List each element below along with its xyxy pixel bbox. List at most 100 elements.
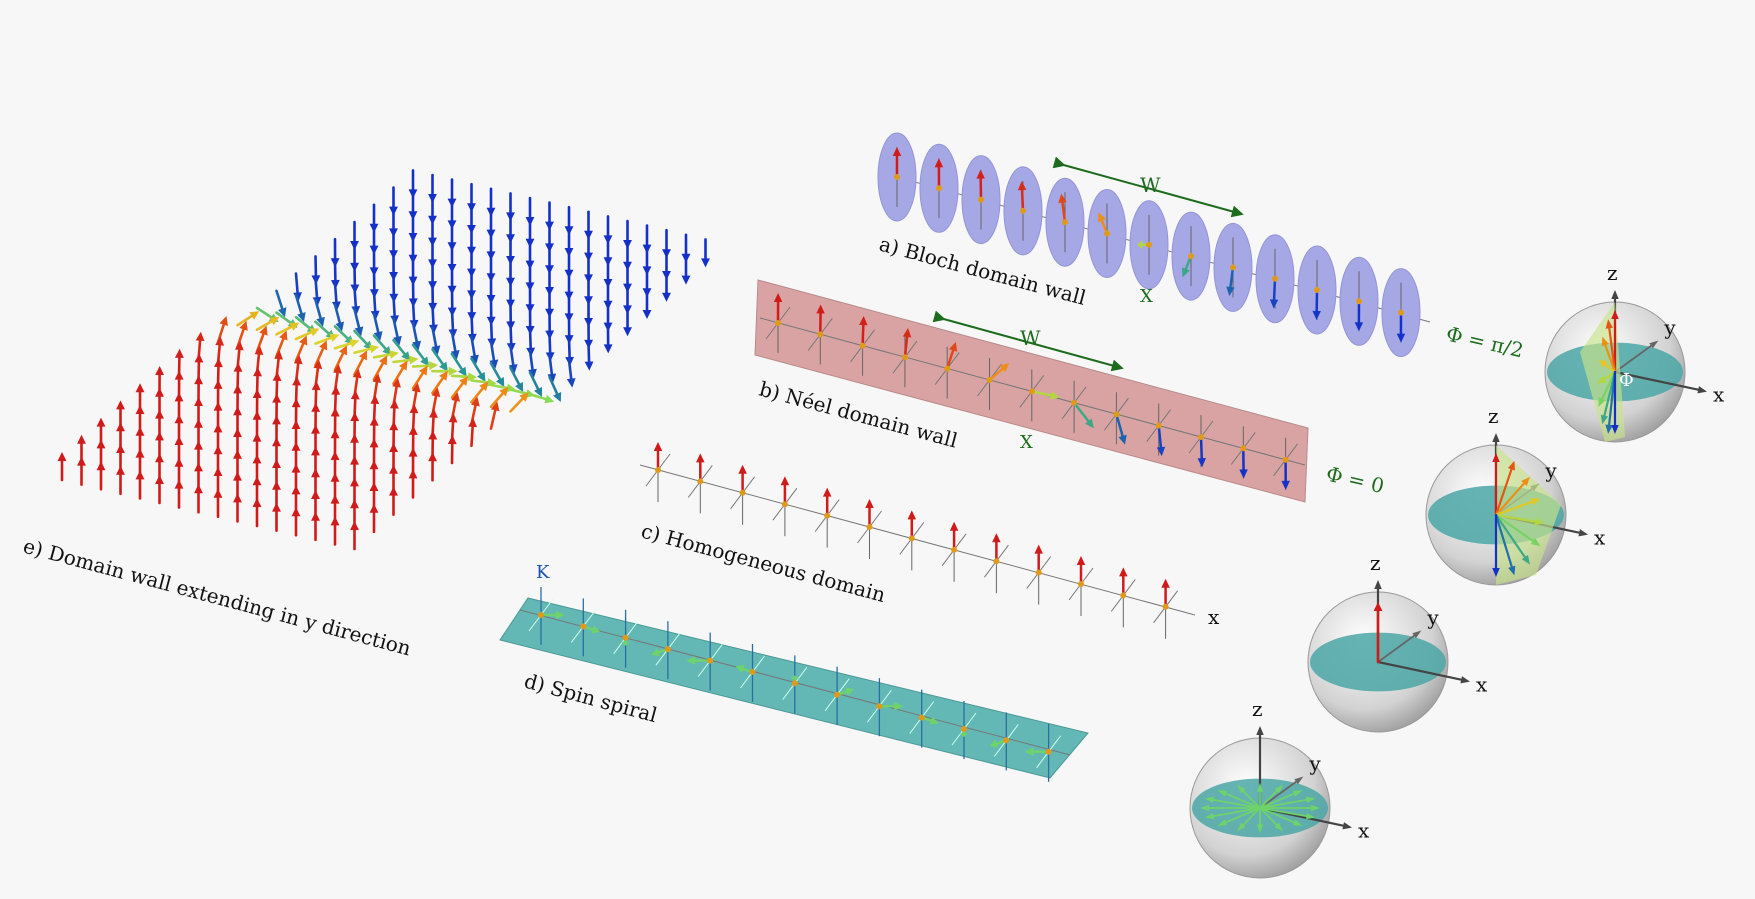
spiral-site bbox=[918, 714, 925, 721]
bloch-site bbox=[1356, 298, 1362, 305]
field-arrow bbox=[294, 335, 308, 363]
neel-site bbox=[1113, 411, 1120, 418]
field-arrow bbox=[623, 306, 632, 337]
field-arrow bbox=[353, 350, 368, 376]
field-arrow bbox=[272, 502, 281, 532]
bloch-site bbox=[978, 196, 984, 203]
bloch-phi-label: Φ = π/2 bbox=[1444, 321, 1526, 362]
neel-site bbox=[859, 342, 866, 349]
sphere-spin-arrow bbox=[1492, 453, 1500, 517]
field-arrow bbox=[470, 377, 497, 387]
neel-spin-arrow bbox=[1030, 390, 1060, 400]
bloch-site bbox=[1104, 230, 1110, 237]
sphere-spin-arrow bbox=[1494, 513, 1516, 576]
field-arrow bbox=[411, 361, 439, 371]
homog-site bbox=[824, 512, 831, 519]
homog-spin-arrow bbox=[780, 476, 790, 506]
field-arrow bbox=[509, 366, 524, 393]
wall-plane bbox=[1496, 445, 1561, 585]
sphere-spin-arrow bbox=[1204, 796, 1261, 809]
bloch-site bbox=[1188, 253, 1194, 260]
homogeneous-label: c) Homogeneous domain bbox=[639, 519, 889, 607]
homog-site bbox=[1078, 581, 1084, 587]
field-arrow bbox=[135, 470, 145, 500]
homog-spin-arrow bbox=[738, 464, 747, 495]
field-arrow bbox=[96, 461, 106, 491]
field-arrow bbox=[254, 345, 264, 375]
field-arrow bbox=[372, 312, 383, 341]
field-arrow bbox=[174, 479, 184, 509]
neel-site bbox=[1071, 399, 1078, 406]
field-arrow bbox=[330, 516, 340, 546]
sphere-spin-arrow bbox=[1605, 319, 1617, 374]
field-arrow bbox=[701, 238, 710, 268]
field-arrow bbox=[411, 321, 422, 351]
field-arrow bbox=[392, 355, 419, 365]
homog-spin-arrow bbox=[1034, 544, 1043, 574]
homog-site bbox=[1035, 569, 1042, 576]
bloch-site bbox=[1398, 309, 1404, 316]
sphere-homog: zyx bbox=[1307, 551, 1488, 733]
field-arrow bbox=[369, 503, 379, 534]
homogeneous-x-label: x bbox=[1208, 605, 1220, 629]
homog-spin-arrow bbox=[1119, 567, 1128, 597]
neel-spin-arrow bbox=[1197, 435, 1206, 468]
bloch-spin-arrow bbox=[1269, 277, 1279, 309]
bloch-spin-arrow bbox=[1017, 181, 1027, 213]
field-arrow bbox=[489, 361, 505, 388]
sphere-spin-arrow bbox=[1259, 807, 1283, 832]
neel-width-marker: W bbox=[932, 310, 1124, 372]
spiral-site bbox=[876, 703, 883, 710]
field-arrow bbox=[489, 386, 509, 409]
spiral-site bbox=[1045, 748, 1052, 755]
spiral-site bbox=[538, 612, 544, 618]
bloch-site bbox=[1146, 241, 1152, 248]
field-arrow bbox=[333, 345, 347, 372]
sphere-spin-arrow bbox=[1494, 513, 1530, 565]
sphere-neel: zyx bbox=[1425, 404, 1606, 586]
field-arrow bbox=[252, 498, 262, 528]
field-arrow bbox=[509, 392, 529, 413]
sphere-spiral: z y x bbox=[1189, 697, 1370, 879]
sphere-spin-arrow bbox=[1494, 498, 1541, 517]
sphere-spin-arrow bbox=[1259, 796, 1316, 809]
z-axis-label: z bbox=[1252, 697, 1263, 721]
spiral-site bbox=[622, 634, 629, 641]
bloch-site bbox=[1272, 275, 1278, 282]
bloch-site bbox=[1314, 287, 1320, 293]
field-arrow bbox=[392, 317, 402, 346]
field-arrow bbox=[77, 456, 86, 486]
x-axis-label: x bbox=[1358, 819, 1370, 843]
sphere-spin-arrow bbox=[1494, 460, 1516, 517]
neel-spin-arrow bbox=[816, 304, 825, 336]
field-arrow bbox=[548, 375, 562, 403]
spiral-site bbox=[834, 691, 841, 698]
field-arrow bbox=[311, 511, 320, 542]
field-arrow bbox=[603, 324, 613, 354]
homog-site bbox=[1120, 592, 1127, 599]
sphere-spin-arrow bbox=[1237, 784, 1261, 809]
spiral-site bbox=[749, 669, 756, 675]
sphere-spin-arrow bbox=[1611, 370, 1619, 434]
sphere-spin-arrow bbox=[1494, 513, 1541, 547]
sphere-spin-arrow bbox=[1256, 807, 1264, 834]
field-arrow bbox=[291, 507, 301, 537]
y-axis-label: y bbox=[1308, 752, 1321, 776]
field-arrow bbox=[431, 366, 458, 376]
homog-site bbox=[1162, 603, 1169, 610]
field-arrow bbox=[681, 255, 691, 285]
field-arrow bbox=[116, 465, 125, 496]
field-arrow bbox=[57, 452, 67, 482]
neel-w-label: W bbox=[1020, 326, 1041, 350]
field-arrow bbox=[234, 340, 244, 371]
field-arrow bbox=[528, 371, 542, 398]
homog-site bbox=[866, 524, 873, 530]
field-arrow bbox=[428, 452, 437, 482]
field-arrow bbox=[392, 360, 408, 386]
y-axis bbox=[1259, 776, 1304, 809]
field-arrow bbox=[236, 311, 260, 327]
field-arrow bbox=[431, 370, 448, 395]
spiral-site bbox=[707, 657, 714, 664]
field-arrow bbox=[508, 344, 518, 374]
